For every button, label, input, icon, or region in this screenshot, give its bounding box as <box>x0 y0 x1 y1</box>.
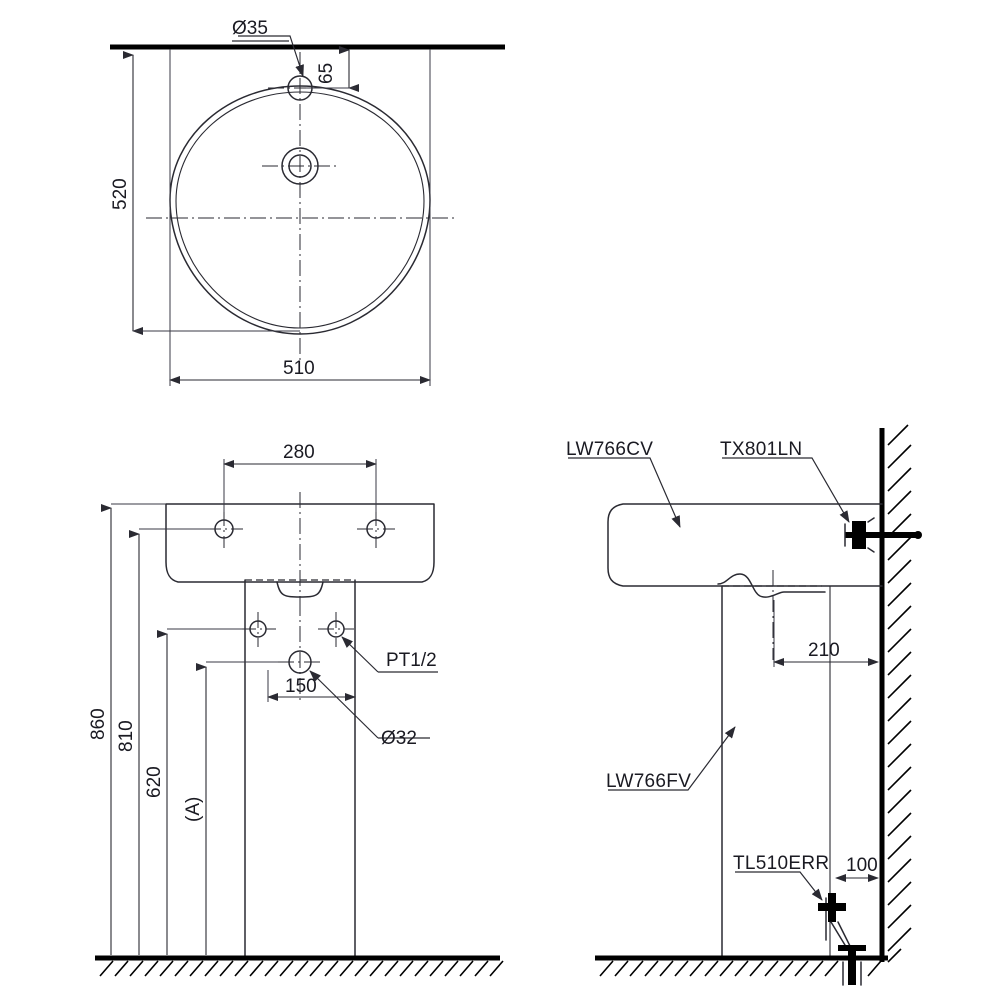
side-view-floor <box>595 955 888 977</box>
dim-a: (A) <box>183 661 278 955</box>
dim-510-label: 510 <box>283 358 315 379</box>
dim-810-label: 810 <box>116 720 137 752</box>
callout-tx801ln-label: TX801LN <box>720 439 802 460</box>
dim-520: 520 <box>110 51 300 335</box>
front-view-floor <box>95 955 504 977</box>
front-view-supply-holes <box>240 612 354 647</box>
side-view-basin-body <box>607 503 883 587</box>
callout-lw766fv: LW766FV <box>606 726 736 792</box>
side-view: LW766CV TX801LN LW766FV 210 100 <box>566 424 922 986</box>
dim-280-label: 280 <box>283 442 315 463</box>
callout-lw766cv: LW766CV <box>566 439 681 528</box>
dim-280: 280 <box>223 442 377 512</box>
angle-valve <box>818 893 866 986</box>
dim-a-label: (A) <box>183 797 204 822</box>
dim-65-label: 65 <box>316 63 337 84</box>
side-view-wall <box>879 424 912 963</box>
callout-tl510err-label: TL510ERR <box>733 853 829 874</box>
dim-100-label: 100 <box>846 855 878 876</box>
dim-210-label: 210 <box>808 640 840 661</box>
dim-dia32: Ø32 <box>309 670 430 749</box>
dim-860-label: 860 <box>88 708 109 740</box>
dim-210: 210 <box>773 600 879 667</box>
dim-dia35-label: Ø35 <box>232 18 268 39</box>
dim-65: 65 <box>306 46 359 92</box>
dim-150-label: 150 <box>285 676 317 697</box>
front-view-drain-hole <box>278 600 322 700</box>
dim-520-label: 520 <box>110 178 131 210</box>
callout-tl510err: TL510ERR <box>733 853 829 901</box>
wall-fitting <box>844 517 922 553</box>
dim-620: 620 <box>144 628 242 955</box>
drain-hole-top <box>281 147 319 185</box>
dim-pt12: PT1/2 <box>341 636 438 673</box>
dim-860: 860 <box>88 503 166 955</box>
callout-tx801ln: TX801LN <box>720 439 850 523</box>
dim-810: 810 <box>116 528 210 955</box>
top-view-centerlines <box>146 52 456 364</box>
top-view: Ø35 65 520 510 <box>110 18 505 386</box>
callout-lw766fv-label: LW766FV <box>606 771 691 792</box>
dim-dia32-label: Ø32 <box>381 728 417 749</box>
front-view-basin-body <box>165 503 435 583</box>
front-view: 280 PT1/2 150 Ø32 <box>88 442 504 977</box>
dim-100: 100 <box>835 855 879 882</box>
callout-lw766cv-label: LW766CV <box>566 439 653 460</box>
dim-620-label: 620 <box>144 766 165 798</box>
front-view-mounting-holes <box>205 510 395 548</box>
dim-510: 510 <box>169 49 431 386</box>
dim-150: 150 <box>267 670 356 702</box>
dim-dia35: Ø35 <box>232 18 304 77</box>
dim-pt12-label: PT1/2 <box>386 650 437 671</box>
